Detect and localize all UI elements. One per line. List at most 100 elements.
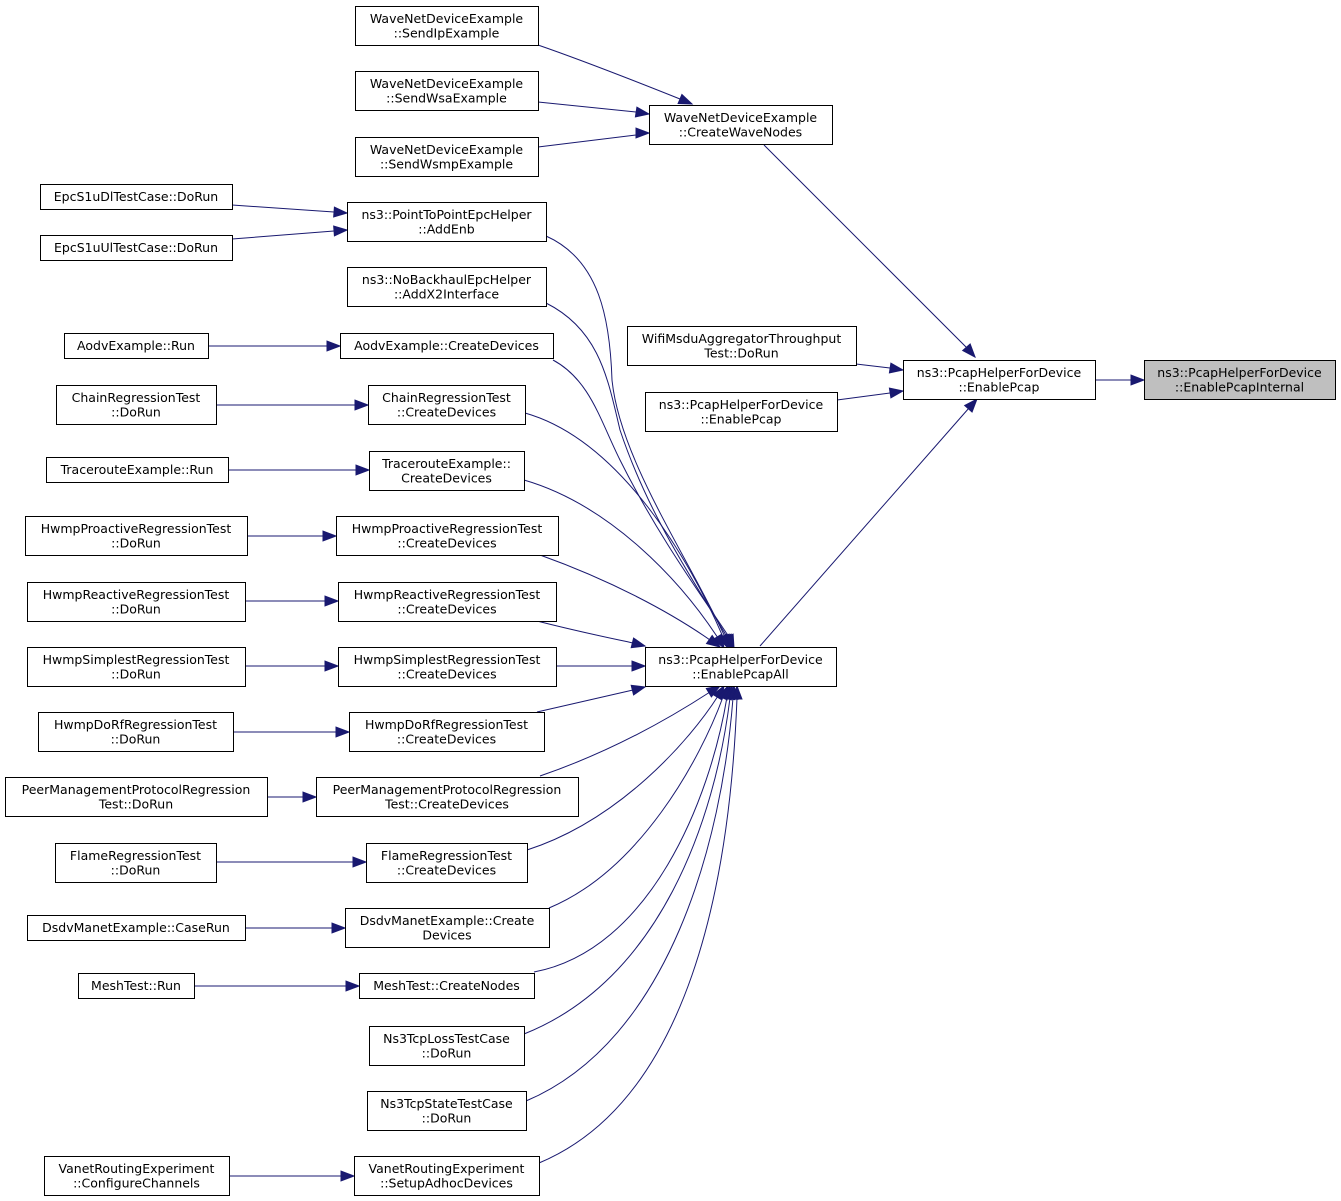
node-label-line: ::SendIpExample [394,25,500,40]
arrowhead [630,684,647,696]
node-label-line: ns3::NoBackhaulEpcHelper [362,272,532,287]
node-pmcd[interactable]: PeerManagementProtocolRegressionTest::Cr… [316,777,579,817]
edge-hrcd-to-enablepcapall [536,620,647,649]
edge-sendwsa-to-createwave [537,101,651,118]
node-meshrun[interactable]: MeshTest::Run [78,973,195,999]
edge-vanetconf-to-vanetsetup [229,1170,356,1182]
node-root[interactable]: ns3::PcapHelperForDevice::EnablePcapInte… [1144,360,1336,400]
edge-line [537,132,650,148]
node-enablepcap[interactable]: ns3::PcapHelperForDevice::EnablePcap [903,360,1096,400]
edge-line [537,101,650,115]
node-enablepcapall[interactable]: ns3::PcapHelperForDevice::EnablePcapAll [645,647,837,687]
arrowhead [888,362,905,374]
arrowhead [705,634,722,648]
node-box [338,582,557,622]
edge-tracerun-to-tracecd [228,464,371,476]
node-label-line: HwmpDoRfRegressionTest [54,717,217,732]
node-flcd[interactable]: FlameRegressionTest::CreateDevices [366,843,528,883]
node-epcdl[interactable]: EpcS1uDlTestCase::DoRun [40,184,233,210]
node-box [64,333,209,359]
node-tracerun[interactable]: TracerouteExample::Run [46,457,229,483]
node-addx2[interactable]: ns3::NoBackhaulEpcHelper::AddX2Interface [347,267,547,307]
node-box [340,333,554,359]
node-box [903,360,1096,400]
node-sendip[interactable]: WaveNetDeviceExample::SendIpExample [355,6,539,46]
node-label-line: HwmpReactiveRegressionTest [354,587,541,602]
node-label-line: ::SetupAdhocDevices [380,1175,513,1190]
node-hscd[interactable]: HwmpSimplestRegressionTest::CreateDevice… [338,647,557,687]
arrowhead [1130,374,1146,386]
node-hdcd[interactable]: HwmpDoRfRegressionTest::CreateDevices [349,712,545,752]
arrowhead [630,637,647,649]
arrowhead [631,660,647,672]
node-hrcd[interactable]: HwmpReactiveRegressionTest::CreateDevice… [338,582,557,622]
edge-enablepcap2-to-enablepcap [836,387,905,401]
node-box [345,908,550,948]
edge-line [524,412,729,649]
node-createwave[interactable]: WaveNetDeviceExample::CreateWaveNodes [649,105,833,145]
edge-line [537,44,693,105]
node-tcpstate[interactable]: Ns3TcpStateTestCase::DoRun [367,1091,527,1131]
node-chainrun[interactable]: ChainRegressionTest::DoRun [56,385,217,425]
node-label-line: WaveNetDeviceExample [370,142,524,157]
node-aodvrun[interactable]: AodvExample::Run [64,333,209,359]
edge-hdcd-to-enablepcapall [536,684,647,713]
node-label-line: Test::CreateDevices [384,796,509,811]
edge-vanetsetup-to-enablepcapall [538,684,743,1164]
edge-epcul-to-addenb [231,225,349,240]
node-box [44,1156,230,1196]
node-hdrun[interactable]: HwmpDoRfRegressionTest::DoRun [38,712,234,752]
edge-wifimsdu-to-enablepcap [855,362,905,374]
edge-hscd-to-enablepcapall [556,660,647,672]
node-label-line: ::EnablePcap [700,411,781,426]
edge-line [759,398,978,647]
node-aodvcd[interactable]: AodvExample::CreateDevices [340,333,554,359]
node-label-line: ::DoRun [422,1110,472,1125]
node-hrrun[interactable]: HwmpReactiveRegressionTest::DoRun [27,582,246,622]
nodes-layer: ns3::PcapHelperForDevice::EnablePcapInte… [5,6,1336,1196]
node-epcul[interactable]: EpcS1uUlTestCase::DoRun [40,235,233,261]
node-box [369,1026,525,1066]
node-hpcd[interactable]: HwmpProactiveRegressionTest::CreateDevic… [336,516,559,556]
arrowhead [333,206,349,218]
edge-line [548,685,729,909]
node-dsdvcd[interactable]: DsdvManetExample::CreateDevices [345,908,550,948]
node-enablepcap2[interactable]: ns3::PcapHelperForDevice::EnablePcap [645,392,838,432]
node-hsrun[interactable]: HwmpSimplestRegressionTest::DoRun [27,647,246,687]
node-hprun[interactable]: HwmpProactiveRegressionTest::DoRun [25,516,248,556]
node-label-line: Ns3TcpStateTestCase [380,1096,513,1111]
arrowhead [352,856,368,868]
node-label-line: ::AddEnb [418,221,474,236]
node-label-line: ::EnablePcapAll [692,666,789,681]
arrowhead [677,93,694,105]
node-label-line: ::CreateDevices [397,731,496,746]
node-box [56,385,217,425]
node-box [349,712,545,752]
node-vanetsetup[interactable]: VanetRoutingExperiment::SetupAdhocDevice… [354,1156,540,1196]
node-label-line: TracerouteExample::Run [60,462,214,477]
node-tracecd[interactable]: TracerouteExample::CreateDevices [369,451,525,491]
node-label-line: ::EnablePcap [958,379,1039,394]
node-box [46,457,229,483]
node-label-line: PeerManagementProtocolRegression [22,782,251,797]
node-sendwsa[interactable]: WaveNetDeviceExample::SendWsaExample [355,71,539,111]
node-vanetconf[interactable]: VanetRoutingExperiment::ConfigureChannel… [44,1156,230,1196]
node-box [645,647,837,687]
node-flrun[interactable]: FlameRegressionTest::DoRun [55,843,217,883]
edge-sendwsmp-to-createwave [537,127,651,148]
node-tcploss[interactable]: Ns3TcpLossTestCase::DoRun [369,1026,525,1066]
node-box [366,843,528,883]
node-dsdvrun[interactable]: DsdvManetExample::CaseRun [27,915,246,941]
node-chaincd[interactable]: ChainRegressionTest::CreateDevices [368,385,526,425]
edge-pmcd-to-enablepcapall [539,685,722,777]
node-sendwsmp[interactable]: WaveNetDeviceExample::SendWsmpExample [355,137,539,177]
edge-hdrun-to-hdcd [233,726,351,738]
node-pmrun[interactable]: PeerManagementProtocolRegressionTest::Do… [5,777,268,817]
edge-hrrun-to-hrcd [245,595,340,607]
node-label-line: ::DoRun [111,404,161,419]
node-addenb[interactable]: ns3::PointToPointEpcHelper::AddEnb [347,202,547,242]
node-meshcn[interactable]: MeshTest::CreateNodes [359,973,535,999]
arrowhead [961,343,976,359]
node-label-line: VanetRoutingExperiment [369,1161,525,1176]
